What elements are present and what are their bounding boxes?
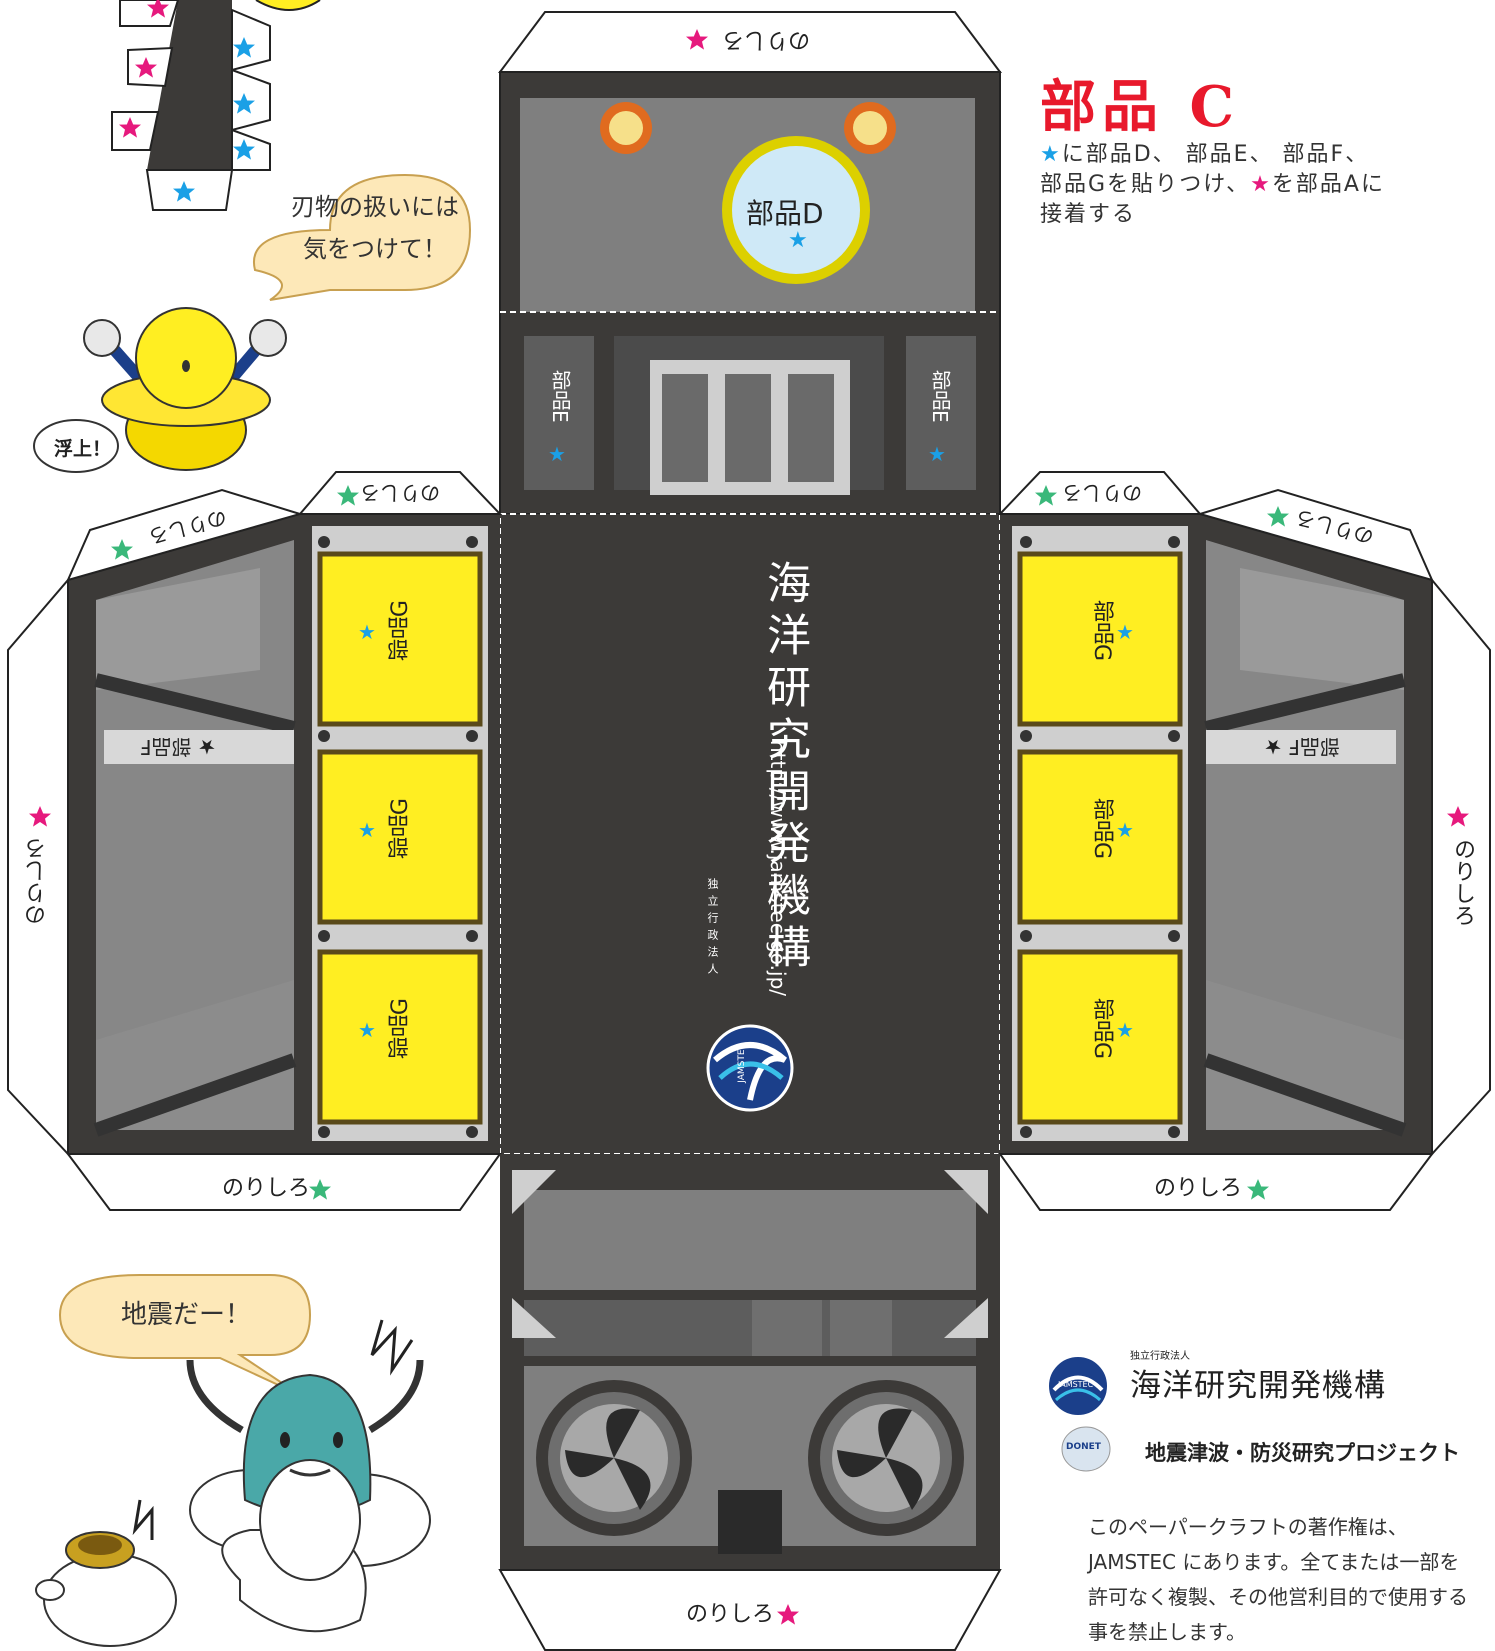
- center-url: http://www.jamstec.go.jp/: [766, 740, 790, 997]
- glue-label-right: のりしろ: [1450, 838, 1475, 926]
- part-g-star-right-3: ★: [1116, 1018, 1134, 1042]
- part-f-label-left: ★ 部品F: [140, 735, 216, 759]
- part-title: 部品 C: [1040, 74, 1241, 140]
- glue-flap-right-bottom: [998, 1153, 1434, 1211]
- desc-line-2b: を部品Aに: [1271, 172, 1385, 197]
- bubble-top-text: 刃物の扱いには 気をつけて！: [275, 186, 475, 270]
- left-part-g-slots: [312, 526, 488, 1141]
- top-panel: [499, 71, 1001, 515]
- top-left-partial-part: [111, 0, 321, 211]
- bubble-bottom-text: 地震だー！: [120, 1300, 251, 1330]
- pink-star-icon: ★: [1250, 172, 1272, 197]
- part-g-star-left-2: ★: [358, 818, 376, 842]
- part-g-label-right-3: 部品G: [1089, 998, 1114, 1060]
- glue-flap-left-top-b: [297, 471, 503, 515]
- glue-flap-right-top-a: [1196, 488, 1434, 582]
- part-g-star-right-1: ★: [1116, 620, 1134, 644]
- part-g-label-left-3: 部品G: [388, 998, 413, 1060]
- donet-logo-text: DONET: [1066, 1442, 1101, 1452]
- part-e-label-right: 部品E: [928, 370, 952, 423]
- footer-logo-text: JAMSTEC: [1058, 1380, 1094, 1389]
- glue-label-left: のりしろ: [25, 838, 50, 926]
- copyright-notice: このペーパークラフトの著作権は、JAMSTEC にあります。全てまたは一部を許可…: [1088, 1515, 1468, 1644]
- glue-label-left-top-b: のりしろ: [360, 481, 440, 505]
- bottom-panel: [500, 1154, 1000, 1570]
- part-f-text-right: 部品F: [1288, 735, 1340, 759]
- desc-line-1: に部品D、 部品E、 部品F、: [1061, 142, 1370, 167]
- part-g-label-right-1: 部品G: [1089, 600, 1114, 662]
- center-org-name: 海洋研究開発機構: [759, 560, 810, 976]
- speech-bubble-bottom: [58, 1274, 312, 1396]
- speech-bubble-top: [252, 173, 472, 301]
- part-g-star-right-2: ★: [1116, 818, 1134, 842]
- glue-flap-left-bottom: [66, 1153, 502, 1211]
- part-g-label-left-2: 部品G: [388, 798, 413, 860]
- glue-flap-bottom: [498, 1569, 1002, 1651]
- part-g-label-left-1: 部品G: [388, 600, 413, 662]
- float-bubble: [33, 419, 119, 473]
- part-d-label: 部品D: [746, 197, 824, 230]
- bubble-top-line-2: 気をつけて！: [303, 235, 447, 263]
- glue-label-right-bottom: のりしろ: [1154, 1176, 1243, 1201]
- glue-label-top: のりしろ: [722, 27, 811, 52]
- part-e-star-icon-left: ★: [548, 442, 566, 466]
- center-panel: [499, 513, 1001, 1155]
- bubble-top-line-1: 刃物の扱いには: [291, 193, 459, 221]
- yellow-float-character: [83, 307, 287, 471]
- glue-flap-left: [7, 577, 69, 1157]
- footer-org-small: 独立行政法人: [1130, 1351, 1190, 1362]
- donet-logo: [1061, 1426, 1111, 1472]
- jamstec-logo-footer: [1047, 1355, 1109, 1417]
- desc-line-2: 部品Gを貼りつけ、: [1040, 172, 1251, 197]
- part-g-star-left-3: ★: [358, 1018, 376, 1042]
- part-description: ★に部品D、 部品E、 部品F、 部品Gを貼りつけ、★を部品Aに 接着する: [1040, 140, 1460, 230]
- float-label: 浮上！: [54, 438, 112, 460]
- center-logo-text: JAMSTEC: [736, 1043, 747, 1083]
- glue-label-left-bottom: のりしろ: [222, 1176, 311, 1201]
- small-float-character: [35, 1531, 177, 1647]
- part-e-star-icon-right: ★: [928, 442, 946, 466]
- footer-org-name: 海洋研究開発機構: [1130, 1368, 1386, 1404]
- blue-star-icon: ★: [1040, 142, 1062, 167]
- glue-label-bottom: のりしろ: [686, 1602, 775, 1627]
- part-f-label-right: 部品F ★: [1264, 735, 1340, 759]
- glue-label-right-top-b: のりしろ: [1062, 481, 1142, 505]
- desc-line-3: 接着する: [1040, 202, 1137, 227]
- part-g-label-right-2: 部品G: [1089, 798, 1114, 860]
- glue-flap-right: [1431, 577, 1491, 1157]
- right-part-g-slots: [1012, 526, 1188, 1141]
- teal-creature-character: [132, 1319, 431, 1633]
- part-f-text-left: 部品F: [140, 735, 192, 759]
- part-d-star-icon: ★: [788, 228, 808, 253]
- part-e-label-left: 部品E: [548, 370, 572, 423]
- center-org-small: 独立行政法人: [706, 878, 719, 980]
- part-g-star-left-1: ★: [358, 620, 376, 644]
- donet-project-name: 地震津波・防災研究プロジェクト: [1145, 1441, 1460, 1465]
